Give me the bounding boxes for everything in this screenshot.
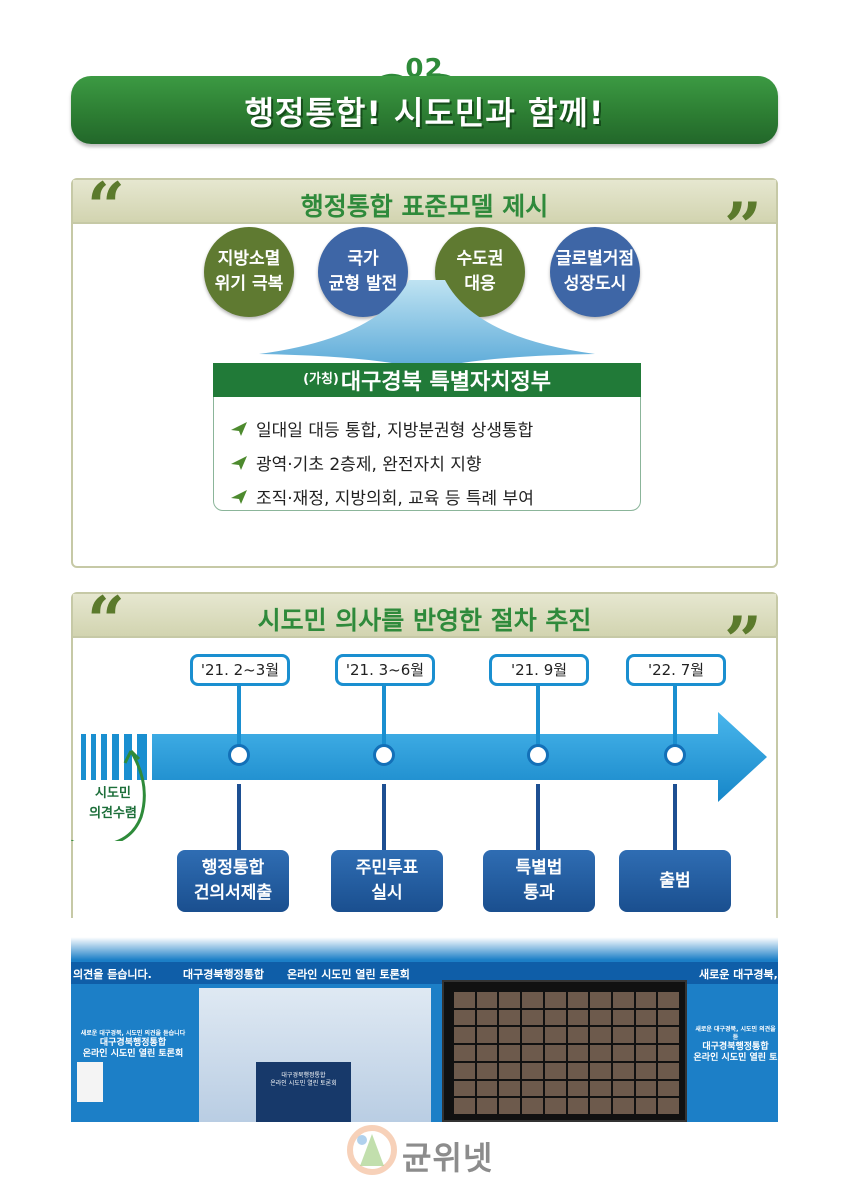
timeline-node: [228, 744, 250, 766]
paper-plane-icon: [231, 489, 247, 504]
date-connector: [237, 686, 241, 746]
timeline-date: '22. 7월: [626, 654, 726, 686]
special-autonomy-box: (가칭)대구경북 특별자치정부 일대일 대등 통합, 지방분권형 상생통합 광역…: [213, 363, 641, 511]
step-connector: [536, 784, 540, 850]
timeline-node: [373, 744, 395, 766]
stage-banner: 의견을 듣습니다. 대구경북행정통합 온라인 시도민 열린 토론회 새로운 대구…: [71, 962, 778, 984]
step-connector: [237, 784, 241, 850]
participant-grid: [454, 992, 679, 1114]
open-quote-icon: “: [87, 582, 125, 660]
close-quote-icon: ”: [724, 188, 762, 266]
section-title: 행정통합! 시도민과 함께!: [244, 94, 605, 132]
timeline-date: '21. 9월: [489, 654, 589, 686]
podium: 대구경북행정통합 온라인 시도민 열린 토론회: [256, 1062, 351, 1122]
video-conference-screen: [442, 980, 687, 1122]
timeline-date: '21. 3~6월: [335, 654, 435, 686]
close-quote-icon: ”: [724, 602, 762, 680]
photo-fade: [71, 922, 778, 960]
step-connector: [382, 784, 386, 850]
paper-plane-icon: [231, 421, 247, 436]
funnel-arrow: [259, 280, 595, 370]
watermark-text: 균위넷: [402, 1139, 494, 1177]
section-banner: 행정통합! 시도민과 함께!: [71, 76, 778, 144]
flag: [77, 1062, 103, 1102]
panel-header: “ 시도민 의사를 반영한 절차 추진: [73, 588, 776, 654]
timeline-step: 출범: [619, 850, 731, 912]
panel-title: 행정통합 표준모델 제시: [300, 192, 549, 221]
date-connector: [673, 686, 677, 746]
list-item: 조직·재정, 지방의회, 교육 등 특례 부여: [230, 484, 534, 509]
panel-header: “ 행정통합 표준모델 제시: [73, 174, 776, 240]
forum-photo: 의견을 듣습니다. 대구경북행정통합 온라인 시도민 열린 토론회 새로운 대구…: [71, 922, 778, 1122]
stage-sign-left: 새로운 대구경북, 시도민 의견을 듣습니다 대구경북행정통합 온라인 시도민 …: [80, 1030, 186, 1060]
timeline-arrow: [81, 712, 767, 802]
special-autonomy-title: (가칭)대구경북 특별자치정부: [213, 363, 641, 397]
stage-sign-right: 새로운 대구경북, 시도민 의견을 듣 대구경북행정통합 온라인 시도민 열린 …: [693, 1026, 778, 1064]
timeline-node: [664, 744, 686, 766]
timeline-date: '21. 2~3월: [190, 654, 290, 686]
open-quote-icon: “: [87, 168, 125, 246]
list-item: 일대일 대등 통합, 지방분권형 상생통합: [230, 416, 533, 441]
list-item: 광역·기초 2층제, 완전자치 지향: [230, 450, 482, 475]
step-connector: [673, 784, 677, 850]
paper-plane-icon: [231, 455, 247, 470]
panel-title: 시도민 의사를 반영한 절차 추진: [257, 606, 592, 635]
date-connector: [536, 686, 540, 746]
date-connector: [382, 686, 386, 746]
timeline-node: [527, 744, 549, 766]
logo-icon: [347, 1125, 397, 1175]
speech-bubble: [71, 749, 146, 841]
